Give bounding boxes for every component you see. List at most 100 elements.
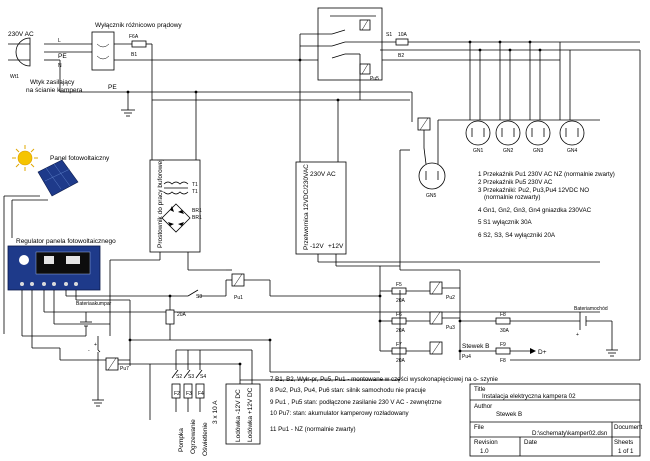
car-minus: + <box>576 332 579 338</box>
tb-file: D:\schematy\kamper02.dsn <box>532 430 608 437</box>
pu5-relay-box <box>317 7 383 81</box>
socket-gn5 <box>418 162 446 190</box>
tb-author-label: Author <box>474 403 492 410</box>
fridge-box <box>225 383 261 445</box>
tb-revision-label: Revision <box>474 439 498 446</box>
socket-gn5-label: GN5 <box>426 193 437 199</box>
f7-20a: 20A <box>396 358 406 364</box>
tb-author: Stewek B <box>496 411 522 418</box>
regulator-label: Regulator panela fotowoltaicznego <box>16 238 116 245</box>
notes-right: 1 Przekaźnik Pu1 230V AC NZ (normalnie z… <box>478 171 615 239</box>
fuse-f6 <box>391 317 407 325</box>
inverter-ac-label: 230V AC <box>310 171 336 178</box>
plug-label-line2: na ścianie kampera <box>26 87 83 94</box>
pu1-relay: S3 Pu1 <box>170 269 271 301</box>
note-10: 10 Pu7: stan: akumulator kamperowy rozła… <box>270 410 410 417</box>
fuse-f8 <box>495 317 511 325</box>
socket-gn4: GN4 <box>559 120 585 154</box>
load-ogrzewanie: Ogrzewanie <box>190 419 197 454</box>
f5-20a: 20A <box>396 298 406 304</box>
s3b-label: S3 <box>188 374 194 380</box>
pu7-label: Pu7 <box>120 366 129 372</box>
title-block: Title Instalacja elektryczna kampera 02 … <box>469 383 642 457</box>
s2-label: S2 <box>176 374 182 380</box>
inverter-plus12: +12V <box>328 243 344 250</box>
f4-label: F4 <box>198 391 204 397</box>
fuse-f7 <box>391 347 407 355</box>
top-relay-section: Pu5 S1 10A B2 <box>299 7 640 100</box>
note-2: 2 Przekaźnik Pu5 230V AC <box>478 179 553 186</box>
fuse-b1 <box>131 40 147 48</box>
socket-gn3: GN3 <box>525 120 551 154</box>
f6-label: F6 <box>396 312 402 318</box>
f7-label: F7 <box>396 342 402 348</box>
line-l-label: L <box>58 38 61 44</box>
note-9: 9 Pu1 , Pu5 stan: podłączone zasilanie 2… <box>270 399 442 406</box>
fuses-10a-label: 3 x 10 A <box>212 400 219 424</box>
pu5-label: Pu5 <box>370 76 379 82</box>
f8-label: F8 <box>500 312 506 318</box>
socket-gn3-label: GN3 <box>533 148 544 154</box>
fuse-f9 <box>495 347 511 355</box>
fridge-minus: Lodówka -12V DC <box>235 389 242 442</box>
transformer-t1: T1 T1 <box>163 181 198 195</box>
f5-label: F5 <box>396 282 402 288</box>
mains-section: 230V AC Wt1 Wtyk zasilający na ścianie k… <box>8 22 560 117</box>
solar-panel-label: Panel fotowoltaiczny <box>50 155 110 162</box>
f10a-label: 10A <box>398 32 408 38</box>
note-3: 3 Przekaźniki: Pu2, Pu3,Pu4 12VDC NO <box>478 187 589 194</box>
f8-30a: 30A <box>500 328 510 334</box>
rcd-label: Wyłącznik różnicowo prądowy <box>95 22 182 29</box>
tb-sheets: 1 of 1 <box>618 448 634 455</box>
s4-label: S4 <box>200 374 206 380</box>
plug-label-line1: Wtyk zasilający <box>30 79 75 86</box>
socket-gn2-label: GN2 <box>503 148 514 154</box>
inverter-box <box>295 161 347 255</box>
f6-20a: 20A <box>396 328 406 334</box>
fridge-section: Lodówka -12V DC Lodówka +12V DC <box>225 349 261 445</box>
br1b-label: BR1 <box>192 215 202 221</box>
tb-revision: 1.0 <box>480 448 489 455</box>
tb-file-label: File <box>474 424 485 431</box>
charger-section: Prostownik do pracy buforowej T1 T1 BR1 … <box>109 92 226 324</box>
note-5: 5 S1 wyłącznik 30A <box>478 219 533 226</box>
tb-document-label: Document <box>614 424 642 431</box>
fuse-f5 <box>391 287 407 295</box>
tr-label: T1 <box>192 189 198 195</box>
minus-sign: - <box>88 348 90 354</box>
f9-label: F9 <box>500 342 506 348</box>
note-6: 6 S2, S3, S4 wyłączniki 20A <box>478 232 556 239</box>
pu2-label: Pu2 <box>446 295 455 301</box>
fuse-f6a-label: F6A <box>129 34 139 40</box>
socket-gn1-label: GN1 <box>473 148 484 154</box>
junction-dots <box>126 40 542 366</box>
right-relays: F5 20A Pu2 F6 20A Pu3 F7 20A Pu4 Stewek … <box>240 50 641 381</box>
camper-battery-label: Bateriaakumpar <box>76 301 112 307</box>
sockets-section: GN1 GN2 GN3 GN4 GN5 <box>411 42 600 199</box>
note-3b: (normalnie rozwarty) <box>484 194 540 201</box>
steek-b-label: Stewek B <box>462 343 489 350</box>
inverter-section: Przetwornica 12VDC/230VAC 230V AC -12V +… <box>295 60 600 267</box>
f9-label-b: F8 <box>500 358 506 364</box>
load-oswietlenie: Oświetlenie <box>202 422 209 456</box>
bridge-rectifier-br1: BR1 BR1 <box>161 203 202 233</box>
rcd-box <box>91 31 115 71</box>
sun-icon <box>12 145 38 171</box>
b2-label: B2 <box>398 53 404 59</box>
fuse-f1: 20A <box>130 296 270 341</box>
regulator-battery-icon <box>44 256 54 264</box>
socket-gn2: GN2 <box>495 120 521 154</box>
inverter-label: Przetwornica 12VDC/230VAC <box>303 164 310 250</box>
f2-label: F2 <box>174 391 180 397</box>
t1-label: T1 <box>192 182 198 188</box>
pu4-label: Pu4 <box>462 354 471 360</box>
f1-label: 20A <box>177 312 187 318</box>
notes-bottom: 7 B1, B2, Wyłr-pr, Pu5, Pu1 - montowane … <box>270 376 499 433</box>
load-switches: S2 S3 S4 F2 F3 F4 3 x 10 A Pompka Ogrzew… <box>149 349 240 456</box>
tb-sheets-label: Sheets <box>614 439 633 446</box>
note-4: 4 Gn1, Gn2, Gn3, Gn4 gniazdka 230VAC <box>478 207 592 214</box>
pu3-label: Pu3 <box>446 325 455 331</box>
fridge-plus: Lodówka +12V DC <box>247 387 254 442</box>
note-7: 7 B1, B2, Wyłr-pr, Pu5, Pu1 - montowane … <box>270 376 499 383</box>
car-battery-label: Bateriamochód <box>574 306 608 312</box>
